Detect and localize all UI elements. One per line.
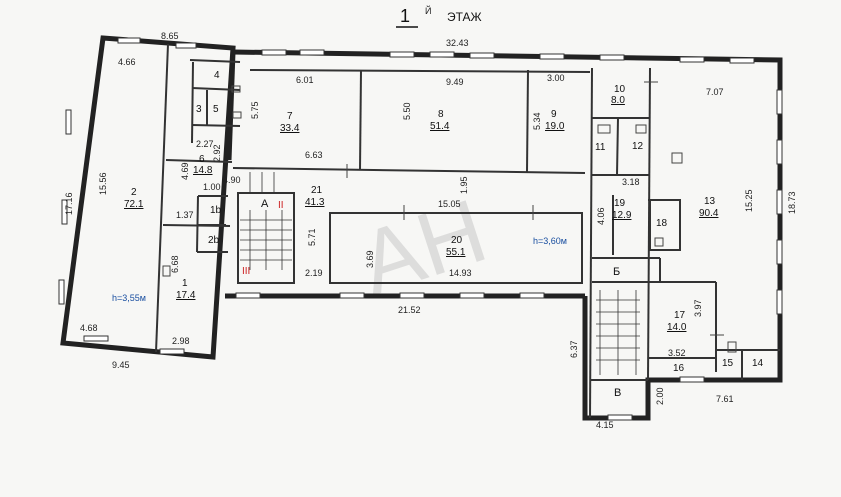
dim-5-34: 5.34 [532, 112, 542, 130]
dim-5-75: 5.75 [250, 101, 260, 119]
dim-6-01: 6.01 [296, 75, 314, 85]
room-1b-number: 1b [210, 205, 222, 216]
room-10-number: 10 [614, 84, 626, 95]
stair-a [240, 172, 292, 270]
dim-3-69: 3.69 [365, 250, 375, 268]
dim-17-16: 17.16 [64, 192, 74, 215]
room-5-number: 5 [213, 104, 219, 115]
floor-word: ЭТАЖ [447, 10, 482, 24]
dim-2-27: 2.27 [196, 139, 214, 149]
dim-2-98: 2.98 [172, 336, 190, 346]
room-8-number: 8 [438, 109, 444, 120]
dim-18-73: 18.73 [787, 191, 797, 214]
room-4-number: 4 [214, 70, 220, 81]
dim-15-25: 15.25 [744, 189, 754, 212]
room-20-number: 20 [451, 235, 463, 246]
stair-mark-v: В [614, 387, 621, 399]
room-7-number: 7 [287, 111, 293, 122]
room-14-number: 14 [752, 358, 764, 369]
stair-mark-b: Б [613, 266, 620, 278]
windows [58, 37, 783, 421]
room-labels: 2 72.1 1 17.4 3 4 5 6 14.8 1b 2b 7 33.4 … [124, 70, 764, 374]
dim-32-43: 32.43 [446, 38, 469, 48]
room-9-area: 19.0 [545, 121, 565, 132]
room-12-number: 12 [632, 141, 644, 152]
dim-5-71: 5.71 [307, 228, 317, 246]
room-19-number: 19 [614, 198, 626, 209]
dim-3-52: 3.52 [668, 348, 686, 358]
room-2b-number: 2b [208, 235, 220, 246]
room-20-area: 55.1 [446, 247, 466, 258]
stair-mark-roman-2: II [278, 200, 284, 211]
room-10-area: 8.0 [611, 95, 625, 106]
partition-ticks [346, 81, 724, 336]
dim-4-66: 4.66 [118, 57, 136, 67]
room-1-area: 17.4 [176, 290, 196, 301]
height-left: h=3,55м [112, 293, 146, 303]
room-3-number: 3 [196, 104, 202, 115]
stair-b [596, 290, 640, 375]
room-9-number: 9 [551, 109, 557, 120]
room-21-number: 21 [311, 185, 323, 196]
dim-14-93: 14.93 [449, 268, 472, 278]
interior-walls [155, 43, 780, 419]
dim-15-56: 15.56 [98, 172, 108, 195]
dim-8-65: 8.65 [161, 31, 179, 41]
room-6-area: 14.8 [193, 165, 213, 176]
dim-1-00: 1.00 [203, 182, 221, 192]
room-1-number: 1 [182, 278, 188, 289]
floor-number: 1 [400, 6, 410, 26]
room-13-number: 13 [704, 196, 716, 207]
stair-mark-a: А [261, 198, 269, 210]
room-21-area: 41.3 [305, 197, 325, 208]
dim-3-00: 3.00 [547, 73, 565, 83]
dim-21-52: 21.52 [398, 305, 421, 315]
stair-mark-roman-3: III [242, 266, 250, 277]
room-11-number: 11 [595, 142, 606, 153]
dim-3-18: 3.18 [622, 177, 640, 187]
room-15-number: 15 [722, 358, 734, 369]
room-7-area: 33.4 [280, 123, 300, 134]
dim-15-05: 15.05 [438, 199, 461, 209]
height-center: h=3,60м [533, 236, 567, 246]
dim-9-45: 9.45 [112, 360, 130, 370]
dim-6-63: 6.63 [305, 150, 323, 160]
floor-title: 1 Й ЭТАЖ [396, 5, 482, 28]
dim-1-95: 1.95 [459, 176, 469, 194]
dim-4-15: 4.15 [596, 420, 614, 430]
dim-6-37: 6.37 [569, 340, 579, 358]
room-6-number: 6 [199, 154, 205, 165]
dimension-labels: 8.65 32.43 4.66 6.01 9.49 3.00 7.07 5.75… [64, 31, 797, 430]
room-19-area: 12.9 [612, 210, 632, 221]
dim-7-61: 7.61 [716, 394, 734, 404]
dim-1-37: 1.37 [176, 210, 194, 220]
dim-6-68: 6.68 [170, 255, 180, 273]
room-13-area: 90.4 [699, 208, 719, 219]
room-17-number: 17 [674, 310, 686, 321]
dim-4-69: 4.69 [180, 162, 190, 180]
dim-2-00: 2.00 [655, 387, 665, 405]
room-17-area: 14.0 [667, 322, 687, 333]
dim-9-49: 9.49 [446, 77, 464, 87]
room-16-number: 16 [673, 363, 685, 374]
dim-7-07: 7.07 [706, 87, 724, 97]
dim-2-92: 2.92 [212, 144, 222, 162]
dim-2-19: 2.19 [305, 268, 323, 278]
fixtures [162, 85, 737, 353]
room-18-number: 18 [656, 218, 668, 229]
room-8-area: 51.4 [430, 121, 450, 132]
dim-4-68: 4.68 [80, 323, 98, 333]
dim-4-90: 4.90 [223, 175, 241, 185]
room-2-area: 72.1 [124, 199, 144, 210]
floor-suffix: Й [425, 5, 431, 16]
room-2-number: 2 [131, 187, 137, 198]
dim-4-06: 4.06 [596, 207, 606, 225]
dim-5-50: 5.50 [402, 102, 412, 120]
dim-3-97: 3.97 [693, 299, 703, 317]
